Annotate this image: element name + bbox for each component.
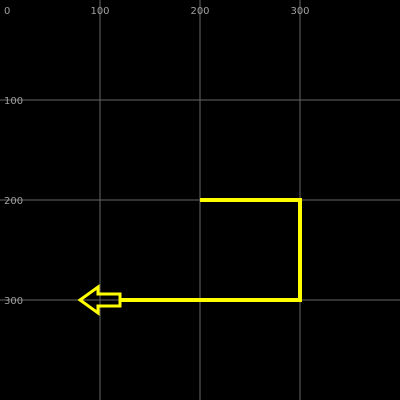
origin-tick-label: 0 bbox=[4, 6, 10, 17]
arrow-outline bbox=[77, 284, 122, 316]
arrow-left-icon bbox=[77, 284, 122, 316]
x-tick-label: 300 bbox=[290, 6, 309, 17]
tick-labels: 0 100 200 300 100 200 300 bbox=[4, 6, 310, 307]
y-tick-label: 200 bbox=[4, 196, 23, 207]
x-tick-label: 200 bbox=[190, 6, 209, 17]
yellow-path bbox=[77, 198, 302, 316]
y-tick-label: 100 bbox=[4, 96, 23, 107]
x-tick-label: 100 bbox=[90, 6, 109, 17]
y-tick-label: 300 bbox=[4, 296, 23, 307]
path-line bbox=[120, 198, 302, 302]
